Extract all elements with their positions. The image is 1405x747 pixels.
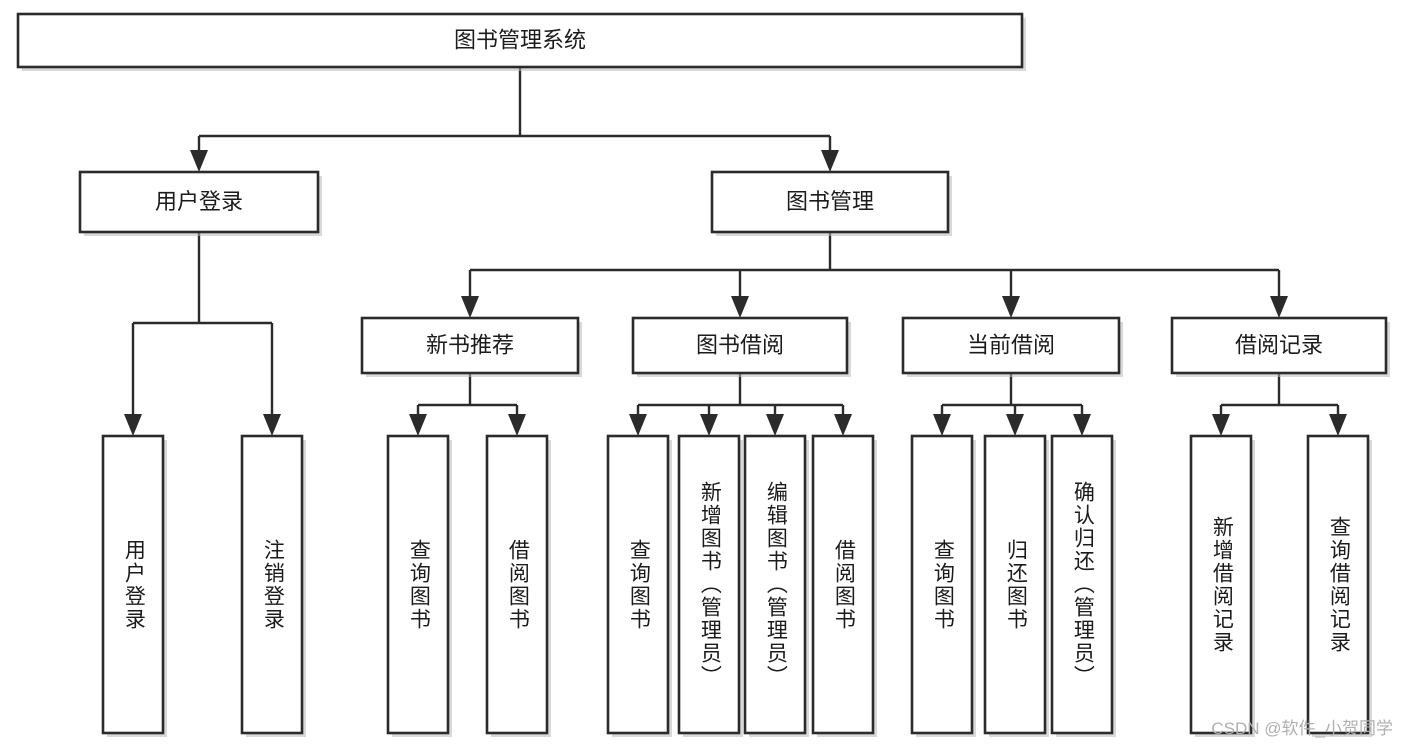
node-leaf-logout[interactable] (240, 434, 306, 737)
arrow-head-icon (124, 414, 142, 436)
node-leaf-add-borrow-record[interactable] (1189, 434, 1255, 737)
node-leaf-user-login[interactable] (101, 434, 167, 737)
arrow-head-icon (190, 150, 208, 172)
arrow-head-icon (1002, 296, 1020, 318)
arrow-head-icon (629, 414, 647, 436)
node-leaf-query-book-current[interactable] (910, 434, 976, 737)
arrow-head-icon (263, 414, 281, 436)
arrow-head-icon (1329, 414, 1347, 436)
arrow-head-icon (508, 414, 526, 436)
node-leaf-borrow-book[interactable] (811, 434, 877, 737)
node-leaf-borrow-book-recommend[interactable] (485, 434, 551, 737)
node-label-root: 图书管理系统 (454, 27, 586, 52)
node-leaf-edit-book-admin[interactable] (743, 434, 809, 737)
node-current-borrow[interactable] (901, 316, 1123, 377)
node-label-book-borrow: 图书借阅 (696, 332, 784, 357)
node-label-current-borrow: 当前借阅 (967, 332, 1055, 357)
node-root-root[interactable] (16, 12, 1026, 71)
arrow-head-icon (1270, 296, 1288, 318)
node-book-management[interactable] (710, 170, 952, 236)
node-user-login[interactable] (78, 170, 322, 236)
arrow-head-icon (1212, 414, 1230, 436)
node-leaf-query-book-recommend[interactable] (386, 434, 452, 737)
node-leaf-query-borrow-record[interactable] (1306, 434, 1372, 737)
node-label-borrow-record: 借阅记录 (1235, 332, 1323, 357)
node-label-user-login: 用户登录 (155, 189, 243, 214)
node-book-borrow[interactable] (631, 316, 851, 377)
arrow-head-icon (933, 414, 951, 436)
node-label-new-book-recommend: 新书推荐 (426, 332, 514, 357)
node-new-book-recommend[interactable] (360, 316, 582, 377)
arrow-head-icon (834, 414, 852, 436)
csdn-watermark: CSDN @软件_小贺同学 (1211, 719, 1393, 738)
arrow-head-icon (700, 414, 718, 436)
arrow-head-icon (1073, 414, 1091, 436)
node-leaf-query-book-borrow[interactable] (606, 434, 672, 737)
node-borrow-record[interactable] (1170, 316, 1390, 377)
arrow-head-icon (1006, 414, 1024, 436)
arrow-head-icon (766, 414, 784, 436)
arrow-head-icon (409, 414, 427, 436)
arrow-head-icon (821, 150, 839, 172)
node-leaf-return-book[interactable] (983, 434, 1049, 737)
node-leaf-add-book-admin[interactable] (677, 434, 743, 737)
arrow-head-icon (461, 296, 479, 318)
node-label-book-management: 图书管理 (786, 189, 874, 214)
edges-layer (124, 67, 1347, 436)
arrow-head-icon (731, 296, 749, 318)
node-leaf-confirm-return-admin[interactable] (1050, 434, 1116, 737)
